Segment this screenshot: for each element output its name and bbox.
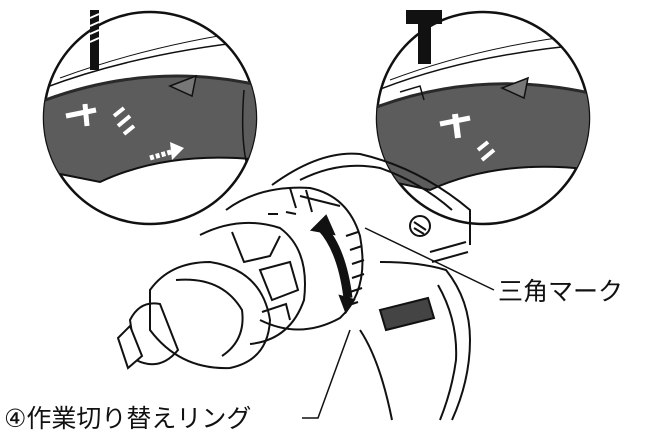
callout-leaders [302,227,495,419]
drill-mode-icon [89,10,100,70]
screw-symbol [149,142,184,161]
screw-symbol-right [509,168,544,189]
mode-ring-label: ④作業切り替えリング [4,404,252,433]
drill-symbol-small [476,140,496,162]
hammer-symbol [439,113,471,139]
hammer-mode-icon [406,10,442,64]
triangle-marker-icon-right [500,76,530,100]
mode-ring-leader [302,329,351,419]
triangle-marker-icon [168,74,198,98]
hammer-symbol-small [112,106,136,136]
detail-circle-hammer [375,10,591,226]
detail-circle-drill [42,10,258,226]
drill-bit-symbol [65,103,97,127]
triangle-mark-label: 三角マーク [498,277,624,306]
drill-body [116,152,472,421]
triangle-mark-leader [364,227,495,291]
